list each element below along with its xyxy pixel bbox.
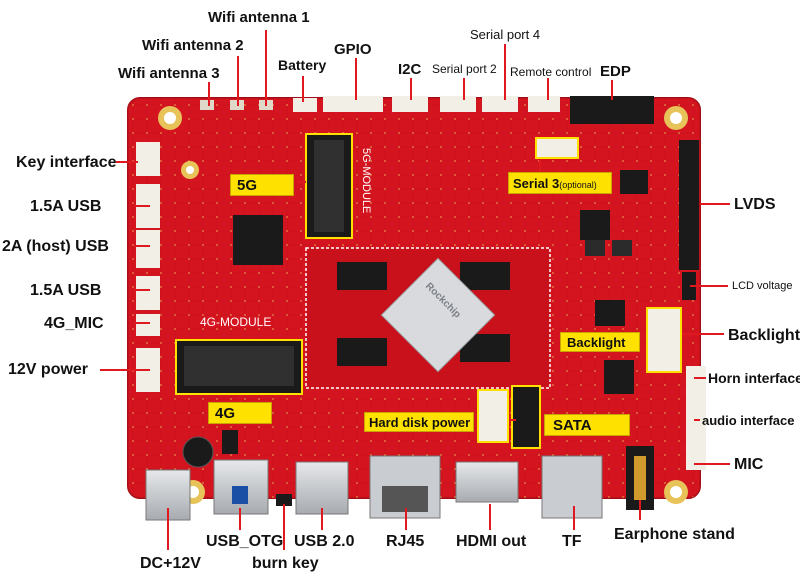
serial-3-note: (optional) [559,180,597,190]
label-earphone-stand: Earphone stand [614,526,735,543]
label-usb-otg: USB_OTG [206,533,284,550]
label-gpio: GPIO [334,41,372,58]
label-dc-12v: DC+12V [140,555,201,572]
leader-lines [100,30,730,550]
silk-5g-module: 5G-MODULE [360,148,372,214]
label-tf: TF [562,533,582,550]
sata-connectors [477,385,541,449]
label-remote-control: Remote control [510,65,592,79]
label-wifi-antenna-3: Wifi antenna 3 [118,65,220,82]
label-mic: MIC [734,456,764,473]
label-wifi-antenna-1: Wifi antenna 1 [208,9,310,26]
callout-5g: 5G [230,174,294,196]
top-connectors [200,96,654,159]
label-burn-key: burn key [252,555,319,572]
label-horn-interface: Horn interface [708,370,800,386]
label-4g-mic: 4G_MIC [44,315,104,332]
label-battery: Battery [278,57,327,73]
callout-sata: SATA [544,414,630,436]
right-connectors [646,140,706,470]
label-usb-2-0: USB 2.0 [294,533,355,550]
bottom-connectors [145,446,654,521]
label-serial-port-2: Serial port 2 [432,62,497,76]
label-usb-1-5a-top: 1.5A USB [30,198,102,215]
silk-4g-module: 4G-MODULE [200,315,272,329]
callout-4g: 4G [208,402,272,424]
label-backlight: Backlight [728,327,800,344]
label-12v-power: 12V power [8,361,89,378]
label-i2c: I2C [398,61,422,78]
chips [182,170,648,468]
label-wifi-antenna-2: Wifi antenna 2 [142,37,244,54]
label-serial-port-4: Serial port 4 [470,27,541,42]
callout-hard-disk-power: Hard disk power [364,412,474,432]
label-audio-interface: audio interface [702,413,795,428]
label-hdmi-out: HDMI out [456,533,527,550]
slot-4g [175,339,303,395]
label-lvds: LVDS [734,196,776,213]
label-rj45: RJ45 [386,533,425,550]
label-edp: EDP [600,63,631,80]
label-key-interface: Key interface [16,154,117,171]
callout-serial-3: Serial 3(optional) [508,172,612,194]
label-usb-2a-host: 2A (host) USB [2,238,109,255]
core-module [305,247,551,389]
label-usb-1-5a-bottom: 1.5A USB [30,282,102,299]
callout-backlight: Backlight [560,332,640,352]
slot-5g [305,133,353,239]
label-lcd-voltage: LCD voltage [732,280,793,292]
serial-3-label: Serial 3 [513,176,560,191]
